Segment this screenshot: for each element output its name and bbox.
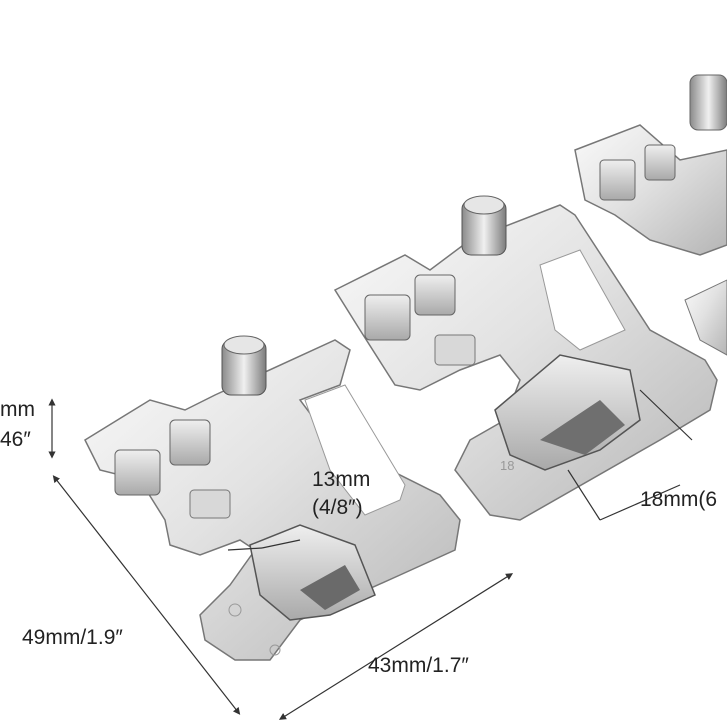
dimension-label-hem-width-line2: (4/8″): [312, 496, 363, 520]
hemmer-foot-large: [574, 74, 727, 356]
hemmer-foot-medium: 18: [333, 195, 718, 521]
dimension-label-hem-width-line1: 13mm: [312, 468, 371, 491]
dimension-label-thickness-line2: 46″: [0, 428, 31, 452]
dimension-label-height: 49mm/1.9″: [22, 626, 123, 649]
dimension-lines: [48, 389, 693, 720]
dimension-label-hem-width: 13mm (4/8″): [312, 468, 370, 520]
dimension-label-right-width: 18mm(6: [640, 488, 718, 511]
dimension-label-width: 43mm/1.7″: [368, 654, 469, 677]
dimension-label-thickness: mm 46″: [0, 398, 35, 452]
svg-text:18: 18: [500, 458, 514, 473]
dimension-label-thickness-line1: mm: [0, 398, 35, 421]
